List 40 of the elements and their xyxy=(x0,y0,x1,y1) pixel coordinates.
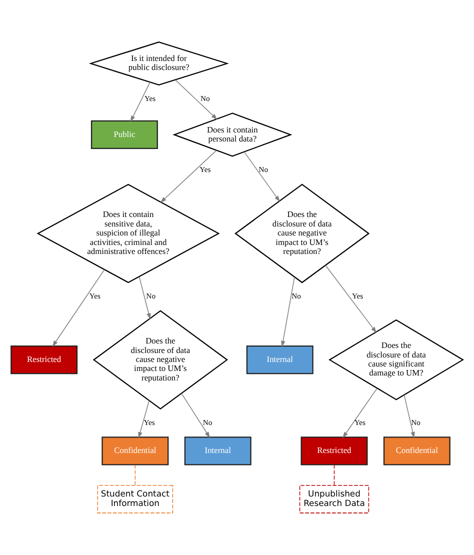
edge-label: No xyxy=(200,94,210,104)
arrow xyxy=(244,152,280,202)
edge-label: Yes xyxy=(200,165,211,174)
edge-label: Yes xyxy=(144,94,156,104)
arrow xyxy=(404,394,415,438)
arrow xyxy=(52,269,105,347)
edge-label: No xyxy=(146,292,156,301)
arrow xyxy=(138,400,150,438)
node-box: Internal xyxy=(246,345,314,374)
node-box: Confidential xyxy=(383,436,450,466)
node-box: Confidential xyxy=(102,436,169,466)
node-box: Restricted xyxy=(10,345,78,374)
connector xyxy=(134,464,136,486)
node-box: Unpublished Research Data xyxy=(299,485,370,514)
node-box: Restricted xyxy=(300,436,368,466)
edge-label: No xyxy=(202,418,212,427)
arrow xyxy=(138,276,151,320)
edge-label: No xyxy=(258,165,268,174)
node-diamond: Does the disclosure of data cause negative impact to UM’s reputation? xyxy=(92,310,228,410)
edge-label: Yes xyxy=(354,418,366,427)
edge-label: No xyxy=(292,292,302,301)
arrow xyxy=(160,150,217,203)
arrow xyxy=(325,265,377,333)
node-box: Internal xyxy=(184,436,252,466)
arrow xyxy=(175,80,218,120)
arrow xyxy=(181,393,210,438)
node-diamond: Does it contain sensitive data, suspicion of illegal activities, criminal and administrative offences? xyxy=(36,184,220,284)
node-diamond: Is it intended for public disclosure? xyxy=(88,41,229,86)
edge-label: Yes xyxy=(89,292,101,301)
edge-label: Yes xyxy=(144,418,155,427)
node-diamond: Does the disclosure of data cause significant damage to UM? xyxy=(328,319,464,400)
node-box: Student Contact Information xyxy=(97,485,174,514)
arrow xyxy=(280,276,295,348)
arrow xyxy=(342,388,378,438)
edge-label: Yes xyxy=(352,292,364,301)
node-diamond: Does the disclosure of data cause negative impact to UM’s reputation? xyxy=(234,184,370,284)
node-box: Public xyxy=(90,120,158,150)
edge-label: No xyxy=(411,418,420,427)
arrow xyxy=(130,82,150,122)
connector xyxy=(334,464,335,486)
